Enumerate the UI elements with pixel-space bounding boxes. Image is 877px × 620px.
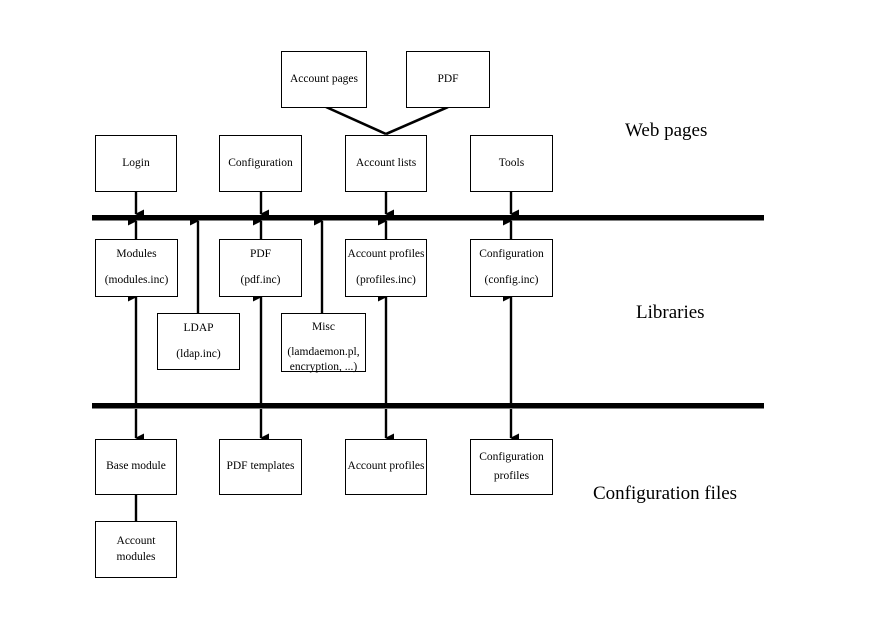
node-configuration-library-label: Configuration — [479, 248, 544, 261]
node-account-pages[interactable]: Account pages — [281, 51, 367, 108]
node-account-profiles-library-label: Account profiles — [347, 248, 425, 261]
node-configuration-profiles-file-label-continued: profiles — [493, 469, 530, 482]
node-account-lists[interactable]: Account lists — [345, 135, 427, 192]
node-ldap-library-file: (ldap.inc) — [176, 347, 221, 360]
node-modules-library-file: (modules.inc) — [104, 274, 169, 286]
node-pdf-page-label: PDF — [437, 72, 459, 85]
node-pdf-library-label: PDF — [249, 248, 272, 261]
node-tools-label: Tools — [498, 156, 525, 169]
section-label-configuration-files: Configuration files — [593, 483, 738, 504]
node-misc-library-file: (lamdaemon.pl, — [287, 345, 360, 358]
node-login-label: Login — [122, 156, 150, 169]
node-account-profiles-library-file: (profiles.inc) — [356, 274, 416, 286]
node-modules-library[interactable]: Modules (modules.inc) — [95, 239, 178, 297]
node-configuration-page-label: Configuration — [228, 156, 293, 169]
node-configuration-profiles-file-label: Configuration — [479, 450, 544, 463]
web-libraries-divider-bar — [92, 215, 764, 221]
node-pdf-page[interactable]: PDF — [406, 51, 490, 108]
node-misc-library-file-continued: encryption, ...) — [289, 361, 358, 374]
node-account-pages-label: Account pages — [289, 72, 359, 85]
node-configuration-library[interactable]: Configuration (config.inc) — [470, 239, 553, 297]
node-account-modules[interactable]: Account modules — [95, 521, 177, 578]
connector-pdf-to-account-lists — [385, 105, 449, 136]
node-base-module-label: Base module — [106, 460, 166, 473]
node-pdf-templates[interactable]: PDF templates — [219, 439, 302, 495]
node-configuration-page[interactable]: Configuration — [219, 135, 302, 192]
section-label-web-pages: Web pages — [625, 120, 708, 141]
node-tools[interactable]: Tools — [470, 135, 553, 192]
node-pdf-library[interactable]: PDF (pdf.inc) — [219, 239, 302, 297]
node-account-modules-label: Account modules — [116, 534, 156, 563]
node-misc-library-label: Misc — [312, 321, 335, 333]
node-account-profiles-file[interactable]: Account profiles — [345, 439, 427, 495]
node-account-lists-label: Account lists — [355, 156, 417, 169]
node-account-profiles-file-label: Account profiles — [347, 460, 425, 473]
node-base-module[interactable]: Base module — [95, 439, 177, 495]
node-modules-library-label: Modules — [116, 248, 157, 261]
node-configuration-profiles-file[interactable]: Configuration profiles — [470, 439, 553, 495]
node-account-profiles-library[interactable]: Account profiles (profiles.inc) — [345, 239, 427, 297]
node-ldap-library-label: LDAP — [183, 321, 214, 334]
node-pdf-templates-label: PDF templates — [226, 460, 295, 473]
node-ldap-library[interactable]: LDAP (ldap.inc) — [157, 313, 240, 370]
connector-account-pages-to-account-lists — [325, 105, 387, 136]
section-label-libraries: Libraries — [636, 302, 705, 323]
node-misc-library[interactable]: Misc (lamdaemon.pl, encryption, ...) — [281, 313, 366, 373]
node-pdf-library-file: (pdf.inc) — [240, 274, 281, 286]
node-login[interactable]: Login — [95, 135, 177, 192]
node-configuration-library-file: (config.inc) — [484, 274, 539, 286]
libraries-config-divider-bar — [92, 403, 764, 409]
